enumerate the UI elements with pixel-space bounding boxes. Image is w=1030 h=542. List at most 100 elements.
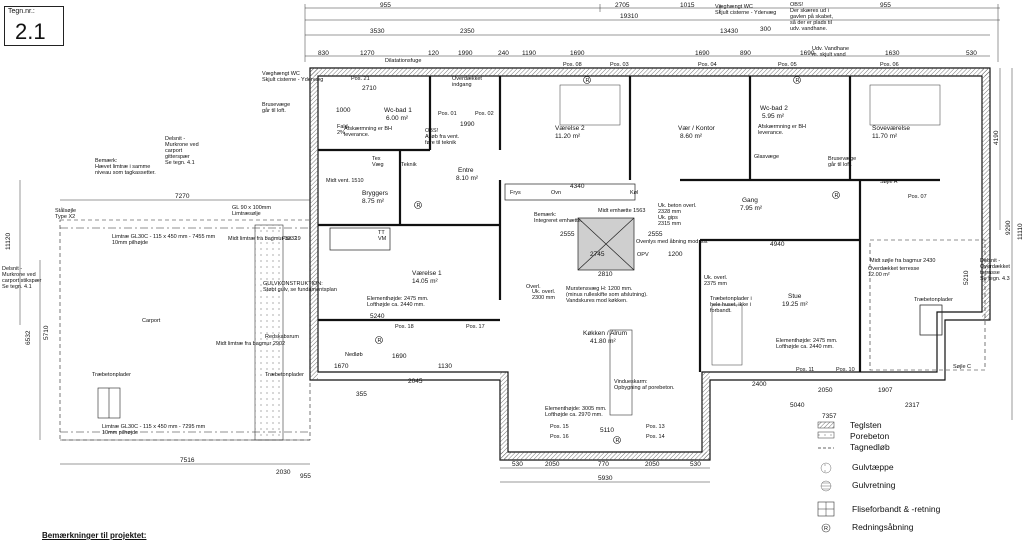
- dim-top-4l: 530: [966, 50, 977, 57]
- note-midt-vent: Midt vent. 1510: [326, 178, 364, 184]
- interior-walls: [318, 76, 940, 372]
- room-kontor-area: 8.60 m²: [680, 133, 703, 140]
- pos-label: Pos. 08: [563, 62, 582, 68]
- legend-gulvretning: Gulvretning: [852, 480, 896, 490]
- right-dimensions: [999, 68, 1013, 420]
- rescue-opening-markers: R R R R R R: [375, 76, 840, 444]
- dim-bottom-e: 530: [690, 461, 701, 468]
- pos-label: Pos. 15: [550, 424, 569, 430]
- dim-inner: 5040: [790, 402, 805, 409]
- room-sovevaerelse-area: 11.70 m²: [872, 133, 898, 140]
- note-traebeton-carport2: Træbetonplader: [92, 372, 131, 378]
- pos-label: Pos. 17: [466, 324, 485, 330]
- legend: Teglsten Porebeton Tagnedløb Gulvtæppe G…: [817, 420, 941, 533]
- dim-top-3a: 3530: [370, 28, 385, 35]
- note-traebeton-terrasse: Træbetonplader: [914, 297, 953, 303]
- note-midt-soejle: Midt søjle fra bagmur 2430: [870, 258, 935, 264]
- top-dimensions: [304, 4, 1000, 62]
- room-stue-area: 19.25 m²: [782, 301, 808, 308]
- room-vaerelse-2-area: 11.20 m²: [555, 133, 581, 140]
- legend-gulvtaeppe: Gulvtæppe: [852, 462, 894, 472]
- note-gulvkonstruktion: GULVKONSTRUKTION:Støbt gulv, se fundamen…: [263, 281, 337, 293]
- dim-top-4d: 1990: [458, 50, 473, 57]
- dim-inner: 2045: [408, 378, 423, 385]
- dim-inner: 5240: [370, 313, 385, 320]
- room-kokken-area: 41.80 m²: [590, 338, 616, 345]
- pos-label: Pos. 05: [778, 62, 797, 68]
- pos-label: Pos. 19: [282, 236, 301, 242]
- dim-right-4190: 4190: [993, 130, 1000, 145]
- room-gang-area: 7.95 m²: [740, 205, 763, 212]
- dim-top-4j: 1690: [800, 50, 815, 57]
- dim-bottom-a: 530: [512, 461, 523, 468]
- dim-right-9290: 9290: [1005, 220, 1012, 235]
- room-wc-bad-1-area: 6.00 m²: [386, 115, 409, 122]
- dim-top-4b: 1270: [360, 50, 375, 57]
- legend-r-mark: R: [824, 526, 828, 532]
- pos-label: Pos. 14: [646, 434, 665, 440]
- project-remarks-heading: Bemærkninger til projektet:: [42, 531, 147, 540]
- dim-bottom-total: 5930: [598, 475, 613, 482]
- note-tt: TT: [378, 230, 385, 236]
- window-positions: Pos. 21 Pos. 01 Pos. 02 Pos. 08 Pos. 03 …: [282, 62, 927, 440]
- room-sovevaerelse-name: Soveværelse: [872, 125, 910, 132]
- room-vaerelse-2-name: Værelse 2: [555, 125, 585, 132]
- pos-label: Pos. 03: [610, 62, 629, 68]
- bottom-dimensions: [500, 467, 710, 483]
- dim-top-1d: 955: [880, 2, 891, 9]
- dim-inner: 5110: [600, 427, 614, 434]
- room-entre-area: 8.10 m²: [456, 175, 479, 182]
- inner-dimensions: 2710 1000 1990 4340 2555 2555 2745 2810 …: [276, 85, 920, 476]
- dim-top-4g: 1690: [570, 50, 585, 57]
- dim-inner: 7357: [822, 413, 837, 420]
- dim-top-4f: 1190: [522, 50, 536, 57]
- dim-inner: 1130: [438, 363, 452, 370]
- note-opv: OPV: [637, 252, 649, 258]
- hatch-porebeton-icon: [817, 431, 835, 439]
- room-gang-name: Gang: [742, 197, 758, 204]
- dim-left-11120: 11120: [5, 233, 12, 250]
- room-wc-bad-2-area: 5.95 m²: [762, 113, 785, 120]
- top-dim-row4: 830 1270 120 1990 240 1190 1690 1690 890…: [318, 50, 977, 57]
- dim-inner: 2400: [752, 381, 767, 388]
- pos-label: Pos. 02: [475, 111, 494, 117]
- pos-label: Pos. 07: [908, 194, 927, 200]
- dim-inner: 1200: [668, 251, 683, 258]
- dim-left-955: 955: [300, 473, 311, 480]
- legend-fliseforbandt: Fliseforbandt & -retning: [852, 504, 941, 514]
- dim-inner: 355: [356, 391, 367, 398]
- dim-top-1a: 955: [380, 2, 391, 9]
- room-vaerelse-1-name: Værelse 1: [412, 270, 442, 277]
- note-overl: Overl.: [526, 284, 541, 290]
- left-dimensions: [19, 180, 310, 465]
- title-block: Tegn.nr.: 2.1: [4, 6, 64, 46]
- dim-left-7516: 7516: [180, 457, 195, 464]
- room-entre-name: Entre: [458, 167, 474, 174]
- room-wc-bad-2-name: Wc-bad 2: [760, 105, 788, 112]
- note-nedlob: Nedløb: [345, 352, 363, 358]
- note-elementhojde-1: Elementhøjde: 2475 mm.Lofthøjde ca. 2440…: [367, 296, 429, 308]
- note-soejle-c: Søjle C: [953, 364, 971, 370]
- dim-top-3b: 2350: [460, 28, 475, 35]
- furniture: [559, 84, 943, 366]
- drawing-number: 2.1: [15, 19, 46, 44]
- wall-hatch: [310, 68, 990, 460]
- note-midt-emhaette: Midt emhætte 1563: [598, 208, 645, 214]
- pos-label: Pos. 13: [646, 424, 665, 430]
- dim-inner: 4340: [570, 183, 585, 190]
- room-labels: Wc-bad 1 6.00 m² Værelse 2 11.20 m² Vær …: [362, 105, 910, 345]
- note-fryser: Frys: [510, 190, 521, 196]
- note-elementhojde-kok: Elementhøjde: 3005 mm.Lofthøjde ca. 2970…: [545, 406, 607, 418]
- pos-label: Pos. 06: [880, 62, 899, 68]
- note-glasvaeg: Glasvæge: [754, 154, 779, 160]
- dim-top-1c: 1015: [680, 2, 695, 9]
- dim-top-4h: 1690: [695, 50, 710, 57]
- dim-top-4a: 830: [318, 50, 329, 57]
